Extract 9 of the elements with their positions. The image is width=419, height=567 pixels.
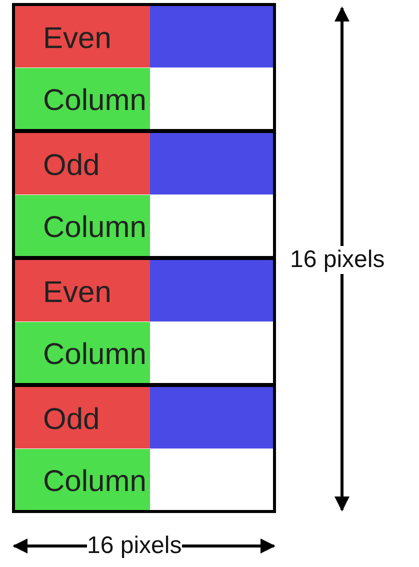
pixel-column-block <box>12 257 276 386</box>
column-label: Odd Column <box>43 148 148 246</box>
column-label: Even Column <box>43 275 148 373</box>
pixel-column-block <box>12 130 276 259</box>
pixel-column-block <box>12 3 276 132</box>
column-label: Even Column <box>43 21 148 119</box>
column-label: Odd Column <box>43 402 148 500</box>
dimension-label: 16 pixels <box>290 246 385 274</box>
pixel-column-block <box>12 384 276 513</box>
